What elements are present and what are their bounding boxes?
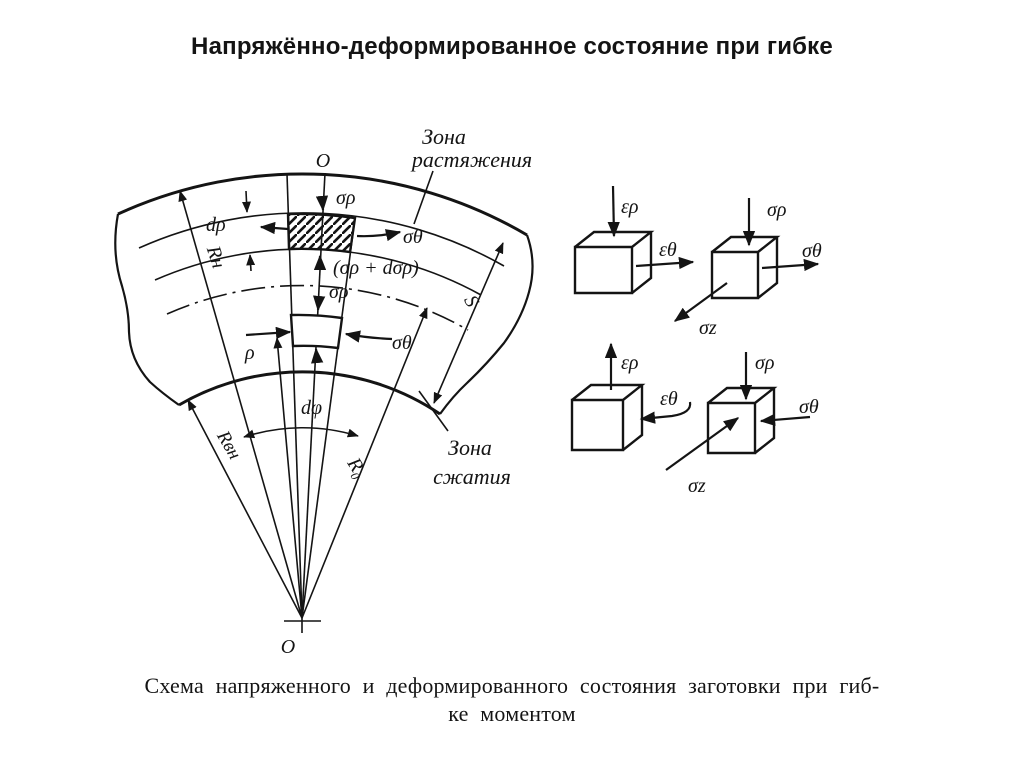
bent-sheet-sector: O O σρ σθ (σρ + dσρ) σρ σθ dρ ρ dφ Rн Rв… bbox=[114, 124, 534, 658]
cube-body bbox=[573, 230, 655, 295]
compression-element bbox=[289, 313, 344, 350]
sigma-z-in-arrow bbox=[665, 417, 740, 471]
sigma-z-out-arrow bbox=[673, 282, 728, 322]
figure-caption-line2: ке моментом bbox=[448, 701, 576, 726]
epsilon-rho-down-arrow bbox=[607, 185, 620, 238]
page-title: Напряжённо-деформированное состояние при… bbox=[191, 33, 833, 60]
d-rho-upper-tick bbox=[242, 190, 251, 213]
d-rho-label: dρ bbox=[206, 214, 226, 236]
tension-zone-label-line1: Зона bbox=[422, 124, 466, 149]
epsilon-theta-label: εθ bbox=[659, 239, 677, 261]
sigma-theta-compression-right-arrow bbox=[344, 330, 393, 343]
thickness-s-dimension bbox=[433, 242, 504, 404]
sigma-theta-label: σθ bbox=[802, 240, 822, 262]
rho-radius-arrow bbox=[273, 337, 303, 619]
epsilon-rho-label: ερ bbox=[621, 196, 638, 218]
sigma-rho-top-arrow bbox=[315, 195, 329, 212]
inner-radius-label: Rвн bbox=[212, 426, 245, 463]
d-phi-label: dφ bbox=[301, 397, 322, 419]
inner-radius-arrow bbox=[187, 399, 303, 619]
compression-zone-leader bbox=[418, 390, 449, 432]
sigma-rho-bottom-arrow bbox=[311, 347, 324, 364]
cube-body bbox=[570, 383, 646, 452]
sigma-theta-compression-left-arrow bbox=[245, 326, 292, 340]
d-rho-lower-tick bbox=[246, 254, 256, 272]
compression-zone-label-line1: Зона bbox=[448, 435, 492, 460]
apex-point-label: O bbox=[316, 150, 330, 172]
sigma-theta-label: σθ bbox=[799, 396, 819, 418]
sigma-theta-compression-label: σθ bbox=[392, 332, 412, 354]
curvature-center-cross bbox=[284, 610, 321, 633]
rho-label: ρ bbox=[244, 342, 255, 364]
sigma-z-label: σz bbox=[688, 475, 706, 497]
sigma-rho-label: σρ bbox=[755, 352, 774, 374]
tension-zone-label-line2: растяжения bbox=[410, 147, 532, 172]
figure-caption-line1: Схема напряженного и деформированного со… bbox=[144, 673, 880, 698]
tension-element-hatched bbox=[286, 212, 357, 254]
stress-state-cubes: ερ εθ σρ σθ σz ερ εθ bbox=[570, 185, 822, 497]
thickness-s-label: S bbox=[459, 292, 483, 311]
epsilon-theta-right-arrow bbox=[635, 256, 695, 270]
sigma-rho-mid-label: σρ bbox=[329, 281, 348, 303]
sigma-theta-tension-label: σθ bbox=[403, 226, 423, 248]
neutral-radius-arrow bbox=[301, 307, 428, 619]
outer-radius-label: Rн bbox=[202, 242, 230, 271]
tension-zone-leader bbox=[413, 170, 434, 225]
cube-compression-stress: σρ σθ σz bbox=[665, 352, 819, 497]
sigma-theta-right-arrow bbox=[761, 258, 820, 272]
sigma-theta-left-arrow bbox=[759, 413, 811, 426]
epsilon-rho-label: ερ bbox=[621, 352, 638, 374]
right-break-edge bbox=[439, 234, 534, 415]
cube-tension-strain: ερ εθ bbox=[573, 185, 695, 295]
inner-surface-arc bbox=[178, 370, 441, 416]
center-point-label: O bbox=[281, 636, 295, 658]
epsilon-theta-left-arrow bbox=[639, 401, 692, 424]
left-break-edge bbox=[114, 213, 180, 406]
sigma-theta-tension-right-arrow bbox=[356, 229, 402, 242]
sigma-rho-mid-arrow bbox=[313, 295, 326, 312]
figure-caption: Схема напряженного и деформированного со… bbox=[0, 672, 1024, 728]
sigma-rho-increment-label: (σρ + dσρ) bbox=[333, 257, 419, 279]
sigma-rho-top-label: σρ bbox=[336, 187, 355, 209]
cube-tension-stress: σρ σθ σz bbox=[673, 198, 822, 339]
element-right-radial-line bbox=[301, 217, 356, 619]
d-phi-dimension-arc bbox=[243, 426, 359, 439]
sigma-z-label: σz bbox=[699, 317, 717, 339]
outer-radius-arrow bbox=[178, 190, 303, 619]
sigma-theta-tension-left-arrow bbox=[259, 221, 289, 235]
epsilon-theta-label: εθ bbox=[660, 388, 678, 410]
cube-compression-strain: ερ εθ bbox=[570, 342, 692, 452]
sigma-rho-label: σρ bbox=[767, 199, 786, 221]
compression-zone-label-line2: сжатия bbox=[433, 464, 511, 489]
